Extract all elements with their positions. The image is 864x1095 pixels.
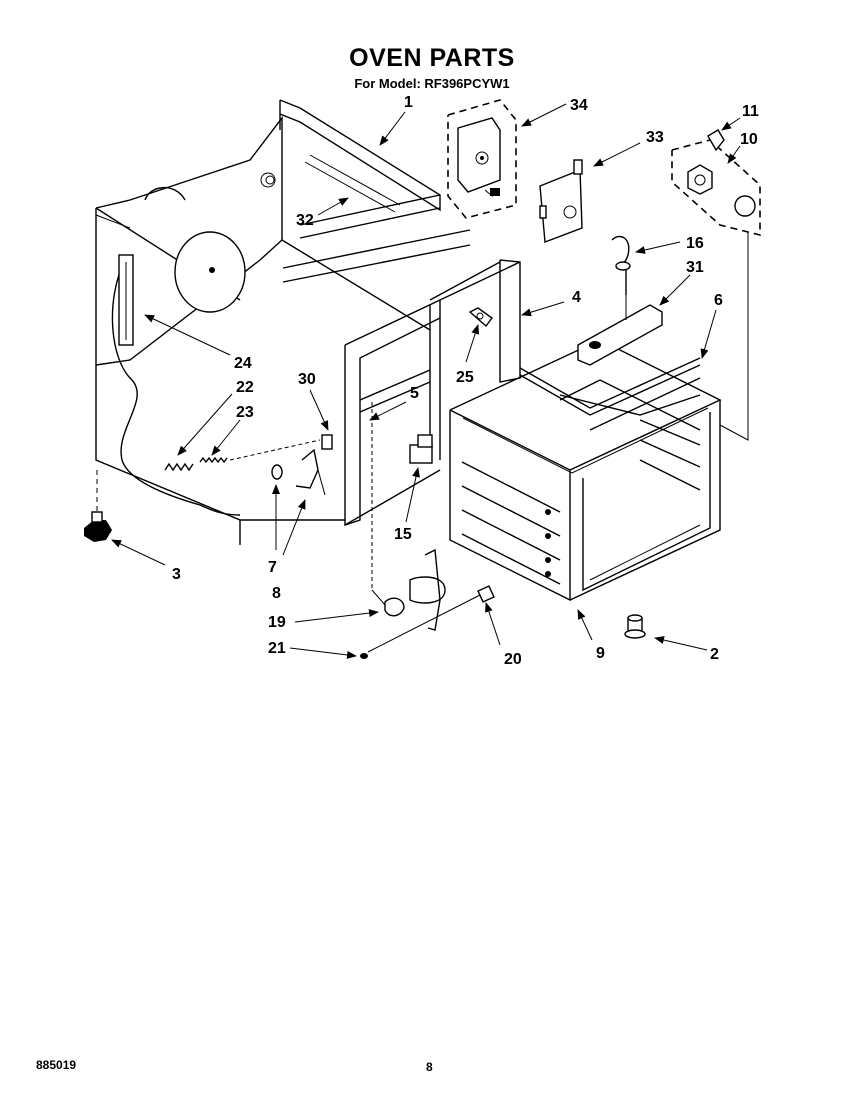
igniter-assembly bbox=[577, 235, 663, 366]
cap-part-2 bbox=[624, 614, 646, 639]
callout-16: 16 bbox=[686, 235, 704, 252]
callout-9: 9 bbox=[596, 645, 605, 662]
callout-20: 20 bbox=[504, 651, 522, 668]
callout-7: 7 bbox=[268, 559, 277, 576]
callout-1: 1 bbox=[404, 94, 413, 111]
oven-rack-element bbox=[519, 357, 701, 431]
springs-22-23 bbox=[164, 439, 321, 472]
callout-30: 30 bbox=[298, 371, 316, 388]
page-number: 8 bbox=[426, 1060, 433, 1074]
oven-cavity-box bbox=[449, 339, 722, 602]
callout-10: 10 bbox=[740, 131, 758, 148]
callout-4: 4 bbox=[572, 289, 581, 306]
callout-11: 11 bbox=[742, 103, 759, 120]
callout-8: 8 bbox=[272, 585, 281, 602]
valve-assembly-19-20-21 bbox=[360, 402, 495, 659]
callout-22: 22 bbox=[236, 379, 254, 396]
oven-chassis-frame bbox=[95, 99, 521, 545]
leveling-foot-part-3 bbox=[84, 470, 112, 542]
bracket-group-34 bbox=[447, 99, 517, 219]
callout-15: 15 bbox=[394, 526, 412, 543]
callout-2: 2 bbox=[710, 646, 719, 663]
callout-arrows bbox=[111, 103, 741, 659]
callout-25: 25 bbox=[456, 369, 474, 386]
callout-33: 33 bbox=[646, 129, 664, 146]
bracket-part-33 bbox=[539, 159, 583, 243]
part-25 bbox=[468, 307, 493, 328]
callout-3: 3 bbox=[172, 566, 181, 583]
callout-19: 19 bbox=[268, 614, 286, 631]
part-30 bbox=[321, 434, 333, 450]
callout-31: 31 bbox=[686, 259, 704, 276]
model-subtitle: For Model: RF396PCYW1 bbox=[354, 76, 510, 91]
callout-23: 23 bbox=[236, 404, 254, 421]
knob-leader-line bbox=[719, 232, 749, 441]
callout-34: 34 bbox=[570, 97, 588, 114]
callout-labels: 1 2 3 4 5 6 7 8 9 10 11 15 16 19 20 21 2… bbox=[172, 94, 759, 668]
callout-32: 32 bbox=[296, 212, 314, 229]
callout-24: 24 bbox=[234, 355, 252, 372]
document-number: 885019 bbox=[36, 1058, 77, 1072]
nut-part-7 bbox=[271, 464, 283, 480]
bracket-part-8 bbox=[295, 448, 326, 496]
callout-5: 5 bbox=[410, 385, 419, 402]
knob-group-10-11 bbox=[671, 129, 761, 237]
page-title: OVEN PARTS bbox=[349, 44, 515, 72]
callout-6: 6 bbox=[714, 292, 723, 309]
callout-21: 21 bbox=[268, 640, 286, 657]
